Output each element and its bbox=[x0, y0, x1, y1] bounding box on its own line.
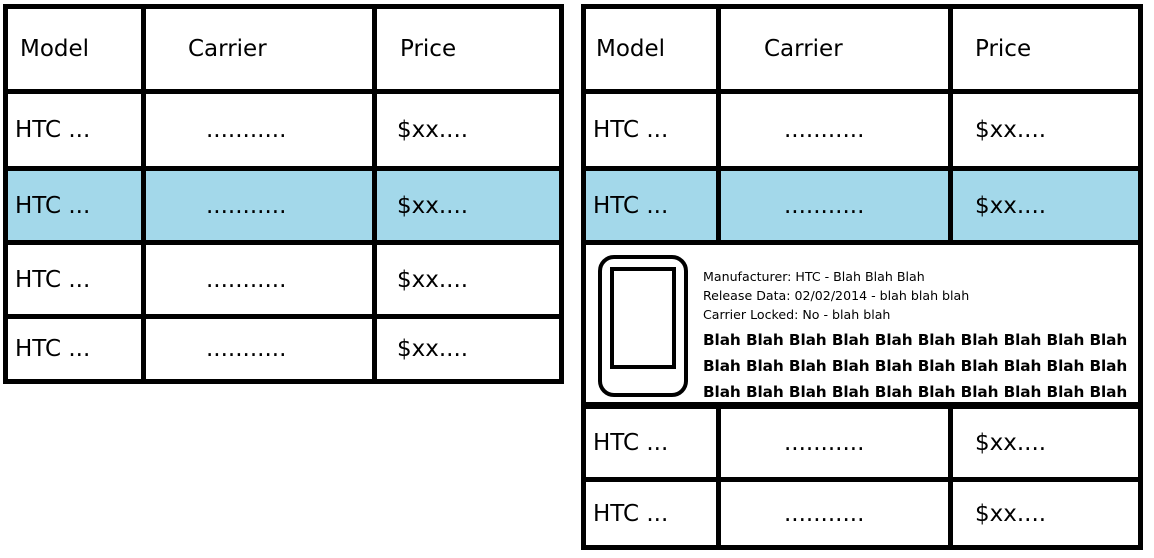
cell-carrier: ........... bbox=[141, 319, 372, 379]
phone-screen-icon bbox=[610, 267, 676, 369]
table-row[interactable]: HTC ... ........... $xx.... bbox=[8, 89, 559, 166]
cell-model: HTC ... bbox=[593, 192, 669, 219]
cell-price: $xx.... bbox=[948, 171, 1138, 240]
header-price: Price bbox=[372, 9, 559, 89]
table-row[interactable]: HTC ... ........... $xx.... bbox=[8, 240, 559, 314]
header-carrier: Carrier bbox=[716, 9, 948, 89]
cell-price: $xx.... bbox=[372, 94, 559, 166]
cell-model: HTC ... bbox=[15, 192, 91, 219]
cell-carrier: ........... bbox=[141, 245, 372, 314]
table-row-selected[interactable]: HTC ... ........... $xx.... bbox=[586, 166, 1138, 240]
cell-model: HTC ... bbox=[15, 266, 91, 293]
header-carrier: Carrier bbox=[141, 9, 372, 89]
header-model: Model bbox=[596, 36, 666, 62]
cell-price: $xx.... bbox=[948, 409, 1138, 477]
cell-model: HTC ... bbox=[15, 336, 91, 362]
table-header-row: Model Carrier Price bbox=[8, 9, 559, 89]
detail-release-date: Release Data: 02/02/2014 - blah blah bla… bbox=[703, 288, 970, 303]
table-row[interactable]: HTC ... ........... $xx.... bbox=[586, 477, 1138, 545]
detail-manufacturer: Manufacturer: HTC - Blah Blah Blah bbox=[703, 269, 925, 284]
right-phone-table-expanded: Model Carrier Price HTC ... ........... … bbox=[581, 4, 1143, 550]
header-price: Price bbox=[948, 9, 1138, 89]
cell-model: HTC ... bbox=[593, 117, 669, 143]
detail-description: Blah Blah Blah Blah Blah Blah Blah Blah … bbox=[703, 327, 1133, 405]
cell-carrier: ........... bbox=[716, 409, 948, 477]
table-row[interactable]: HTC ... ........... $xx.... bbox=[586, 89, 1138, 166]
detail-carrier-locked: Carrier Locked: No - blah blah bbox=[703, 307, 891, 322]
cell-price: $xx.... bbox=[948, 482, 1138, 545]
cell-model: HTC ... bbox=[593, 430, 669, 456]
left-phone-table: Model Carrier Price HTC ... ........... … bbox=[3, 4, 564, 384]
cell-carrier: ........... bbox=[141, 94, 372, 166]
phone-icon bbox=[598, 255, 688, 397]
detail-panel: Manufacturer: HTC - Blah Blah Blah Relea… bbox=[586, 240, 1138, 402]
detail-description-line: Blah Blah Blah Blah Blah Blah Blah Blah … bbox=[703, 383, 1128, 401]
detail-description-line: Blah Blah Blah Blah Blah Blah Blah Blah … bbox=[703, 357, 1128, 375]
table-row[interactable]: HTC ... ........... $xx.... bbox=[8, 314, 559, 379]
cell-price: $xx.... bbox=[372, 171, 559, 240]
cell-model: HTC ... bbox=[15, 117, 91, 143]
cell-model: HTC ... bbox=[593, 500, 669, 527]
header-model: Model bbox=[20, 36, 90, 62]
cell-carrier: ........... bbox=[141, 171, 372, 240]
table-row[interactable]: HTC ... ........... $xx.... bbox=[586, 402, 1138, 477]
detail-description-line: Blah Blah Blah Blah Blah Blah Blah Blah … bbox=[703, 331, 1128, 349]
cell-carrier: ........... bbox=[716, 171, 948, 240]
cell-price: $xx.... bbox=[372, 319, 559, 379]
table-row-selected[interactable]: HTC ... ........... $xx.... bbox=[8, 166, 559, 240]
table-header-row: Model Carrier Price bbox=[586, 9, 1138, 89]
cell-carrier: ........... bbox=[716, 94, 948, 166]
cell-carrier: ........... bbox=[716, 482, 948, 545]
cell-price: $xx.... bbox=[372, 245, 559, 314]
cell-price: $xx.... bbox=[948, 94, 1138, 166]
detail-info: Manufacturer: HTC - Blah Blah Blah Relea… bbox=[703, 267, 1133, 405]
